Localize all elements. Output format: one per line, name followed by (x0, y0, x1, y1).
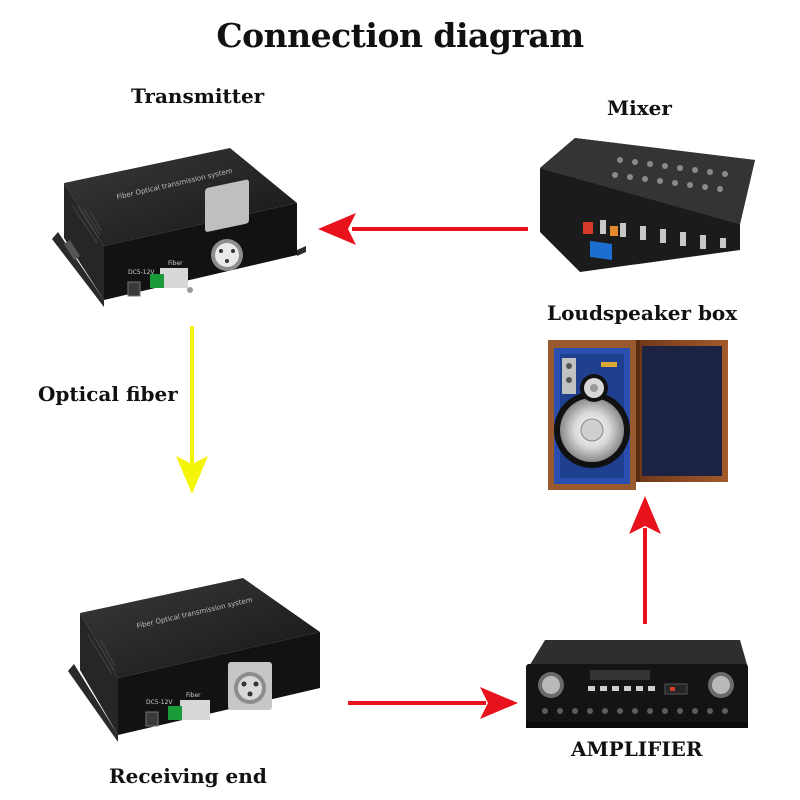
mixer-label: Mixer (607, 96, 672, 120)
amplifier-device (526, 640, 748, 728)
transmitter-device: Fiber Optical transmission system DC5-12… (52, 148, 306, 307)
dc-power-port (127, 281, 141, 297)
receiver-device: Fiber Optical transmission system DC5-12… (68, 578, 320, 742)
arrow-optical-fiber (176, 326, 208, 494)
transmitter-label: Transmitter (131, 84, 265, 108)
arrow-receiver-to-amplifier (348, 687, 518, 719)
transmitter-fiber-text: Fiber (168, 260, 183, 267)
optical-fiber-label: Optical fiber (38, 382, 178, 406)
amplifier-label: AMPLIFIER (571, 737, 703, 761)
arrow-mixer-to-transmitter (318, 213, 528, 245)
loudspeaker-label: Loudspeaker box (547, 301, 738, 325)
fiber-port-rx (180, 700, 210, 720)
page-title: Connection diagram (216, 16, 584, 55)
transmitter-port-text: DC5-12V (128, 269, 155, 276)
dc-power-port-rx (145, 711, 159, 727)
receiver-fiber-text: Fiber (186, 692, 201, 699)
mixer-device (540, 138, 755, 272)
fiber-port (160, 268, 188, 288)
loudspeaker-box (548, 340, 728, 490)
xlr-female-connector (205, 179, 249, 232)
arrow-amplifier-to-speaker (629, 496, 661, 624)
receiver-port-text: DC5-12V (146, 699, 173, 706)
receiving-end-label: Receiving end (109, 764, 267, 788)
